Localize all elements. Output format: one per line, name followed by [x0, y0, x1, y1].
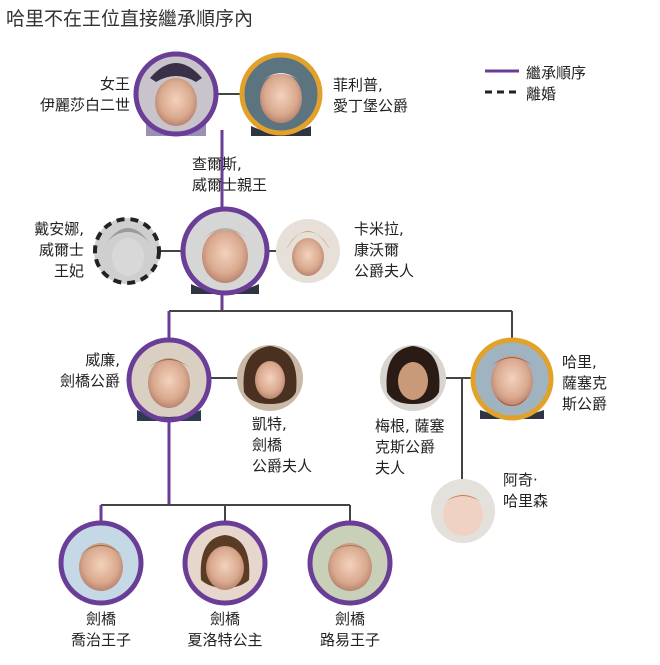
label-kate: 凱特, 劍橋 公爵夫人 — [252, 414, 312, 477]
label-line: 女王 — [99, 75, 130, 93]
label-line: 哈里森 — [503, 492, 549, 510]
label-charlotte: 劍橋 夏洛特公主 — [170, 609, 280, 651]
portrait-meghan — [380, 345, 446, 411]
portrait-diana — [93, 217, 161, 285]
label-line: 喬治王子 — [70, 631, 131, 649]
portrait-archie — [431, 479, 495, 543]
label-line: 卡米拉, — [354, 220, 404, 238]
legend-succession-label: 繼承順序 — [526, 64, 587, 82]
label-william: 威廉, 劍橋公爵 — [60, 350, 120, 392]
label-line: 夏洛特公主 — [187, 631, 263, 649]
label-line: 路易王子 — [319, 631, 380, 649]
label-line: 公爵夫人 — [354, 262, 415, 280]
label-line: 梅根, 薩塞 — [375, 417, 445, 435]
connector-lines — [99, 93, 513, 522]
label-line: 凱特, — [252, 415, 287, 433]
label-line: 劍橋 — [85, 610, 116, 628]
label-louis: 劍橋 路易王子 — [300, 609, 400, 651]
label-line: 康沃爾 — [354, 241, 400, 259]
label-queen: 女王 伊麗莎白二世 — [40, 74, 130, 116]
portrait-charles — [180, 206, 270, 296]
label-line: 薩塞克 — [562, 374, 608, 392]
label-line: 伊麗莎白二世 — [39, 96, 130, 114]
portrait-william — [126, 337, 212, 423]
label-line: 愛丁堡公爵 — [333, 97, 409, 115]
label-line: 劍橋 — [209, 610, 240, 628]
label-charles: 查爾斯, 威爾士親王 — [192, 154, 267, 196]
label-harry: 哈里, 薩塞克 斯公爵 — [562, 352, 607, 415]
label-line: 公爵夫人 — [252, 457, 313, 475]
label-line: 克斯公爵 — [375, 438, 436, 456]
label-line: 王妃 — [53, 262, 84, 280]
portrait-george — [58, 520, 144, 606]
label-diana: 戴安娜, 威爾士 王妃 — [34, 219, 84, 282]
portrait-kate — [237, 345, 303, 411]
chart-title: 哈里不在王位直接繼承順序內 — [6, 8, 254, 30]
label-george: 劍橋 喬治王子 — [56, 609, 146, 651]
label-philip: 菲利普, 愛丁堡公爵 — [333, 75, 408, 117]
label-line: 查爾斯, — [192, 155, 242, 173]
label-line: 阿奇· — [503, 471, 538, 489]
label-line: 威爾士親王 — [192, 176, 268, 194]
portrait-queen — [133, 51, 219, 137]
label-line: 斯公爵 — [562, 395, 608, 413]
label-line: 威廉, — [85, 351, 120, 369]
legend-divorce-label: 離婚 — [526, 85, 557, 103]
label-line: 劍橋 — [252, 436, 283, 454]
label-line: 威爾士 — [38, 241, 84, 259]
label-camilla: 卡米拉, 康沃爾 公爵夫人 — [354, 219, 414, 282]
portrait-harry — [470, 337, 554, 421]
label-line: 哈里, — [562, 353, 597, 371]
portrait-charlotte — [182, 520, 268, 606]
label-line: 菲利普, — [333, 76, 383, 94]
label-meghan: 梅根, 薩塞 克斯公爵 夫人 — [375, 416, 445, 479]
portrait-philip — [239, 52, 323, 136]
label-line: 戴安娜, — [34, 220, 84, 238]
portrait-camilla — [276, 219, 340, 283]
label-line: 劍橋公爵 — [59, 372, 120, 390]
label-line: 劍橋 — [334, 610, 365, 628]
label-line: 夫人 — [375, 459, 406, 477]
label-archie: 阿奇· 哈里森 — [503, 470, 548, 512]
portrait-louis — [307, 520, 393, 606]
